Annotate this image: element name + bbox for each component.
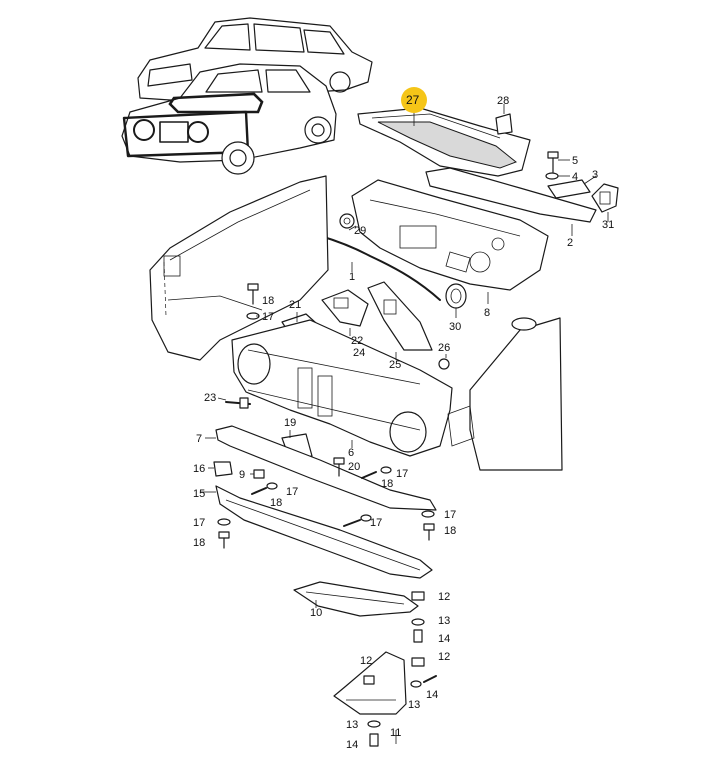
callout-27[interactable]: 27 <box>406 93 420 107</box>
callout-18-mid-right[interactable]: 18 <box>381 478 393 490</box>
part-15-front-bumper[interactable] <box>215 485 433 579</box>
part-28-clip[interactable] <box>495 104 513 135</box>
callout-17-mid-left[interactable]: 17 <box>286 486 298 498</box>
callout-26[interactable]: 26 <box>438 342 450 354</box>
part-20-bolt[interactable] <box>333 457 345 477</box>
part-17-washer-mid-left[interactable] <box>266 482 278 490</box>
part-23-bolt[interactable] <box>225 397 251 409</box>
callout-18-lower-right[interactable]: 18 <box>444 525 456 537</box>
callout-30[interactable]: 30 <box>449 321 461 333</box>
part-9-nut[interactable] <box>253 469 265 479</box>
part-12-clip-lower-left[interactable] <box>363 675 375 685</box>
part-22-bracket[interactable] <box>321 289 369 327</box>
callout-31[interactable]: 31 <box>602 219 614 231</box>
part-4-washer[interactable] <box>545 172 570 180</box>
callout-18-upper-left[interactable]: 18 <box>262 295 274 307</box>
callout-12-lower-left[interactable]: 12 <box>360 655 372 667</box>
callout-6[interactable]: 6 <box>348 447 354 459</box>
callout-15[interactable]: 15 <box>193 488 205 500</box>
part-18-bolt-lower-right[interactable] <box>423 523 435 541</box>
part-13-washer-lower-left[interactable] <box>367 720 381 728</box>
part-14-bolt-lower-right[interactable] <box>423 675 437 683</box>
part-29-grommet[interactable] <box>339 213 355 229</box>
callout-17-lower-mid[interactable]: 17 <box>370 517 382 529</box>
callout-16[interactable]: 16 <box>193 463 205 475</box>
part-27-cowl-panel[interactable] <box>357 107 531 177</box>
body-shell-inner <box>149 175 329 361</box>
callout-2[interactable]: 2 <box>567 237 573 249</box>
callout-12-upper[interactable]: 12 <box>438 591 450 603</box>
callout-18-lower-left[interactable]: 18 <box>193 537 205 549</box>
callout-23[interactable]: 23 <box>204 392 216 404</box>
part-12-clip-lower-right[interactable] <box>411 657 425 667</box>
callout-3[interactable]: 3 <box>592 169 598 181</box>
callout-13-lower-right[interactable]: 13 <box>408 699 420 711</box>
callout-20[interactable]: 20 <box>348 461 360 473</box>
callout-14-upper[interactable]: 14 <box>438 633 450 645</box>
callout-13-lower-left[interactable]: 13 <box>346 719 358 731</box>
callout-17-mid-right[interactable]: 17 <box>396 468 408 480</box>
callout-27-highlight <box>401 87 427 113</box>
part-17-washer-mid-right[interactable] <box>380 466 392 474</box>
part-18-bolt-lower-left[interactable] <box>218 531 230 549</box>
callout-17-upper-left[interactable]: 17 <box>262 311 274 323</box>
callout-28[interactable]: 28 <box>497 95 509 107</box>
callout-4[interactable]: 4 <box>572 171 578 183</box>
part-6-lock-carrier[interactable] <box>231 319 453 457</box>
callout-12-lower-right[interactable]: 12 <box>438 651 450 663</box>
part-17-washer-lower-right[interactable] <box>421 510 435 518</box>
callout-14-lower-left[interactable]: 14 <box>346 739 358 751</box>
part-30-grommet[interactable] <box>445 283 467 318</box>
part-5-bolt[interactable] <box>547 151 570 173</box>
callout-10[interactable]: 10 <box>310 607 322 619</box>
callout-14-lower-right[interactable]: 14 <box>426 689 438 701</box>
part-13-washer-upper[interactable] <box>411 618 425 626</box>
callout-24[interactable]: 24 <box>353 347 365 359</box>
body-fender-right <box>447 317 563 471</box>
callout-18-mid-left[interactable]: 18 <box>270 497 282 509</box>
reference-car-hatchback <box>121 63 337 175</box>
callout-21[interactable]: 21 <box>289 299 301 311</box>
callout-29[interactable]: 29 <box>354 225 366 237</box>
callout-17-lower-right[interactable]: 17 <box>444 509 456 521</box>
part-17-washer-lower-left[interactable] <box>217 518 231 526</box>
part-7-grille-trim[interactable] <box>215 425 437 511</box>
part-13-washer-lower-right[interactable] <box>410 680 422 688</box>
part-18-bolt-upper-left[interactable] <box>247 283 259 305</box>
part-16-rubber-mount[interactable] <box>213 461 233 477</box>
part-17-washer-lower-mid[interactable] <box>360 514 372 522</box>
part-10-undertray[interactable] <box>293 581 419 617</box>
callout-22[interactable]: 22 <box>351 335 363 347</box>
callout-19[interactable]: 19 <box>284 417 296 429</box>
part-8-bulkhead[interactable] <box>351 179 549 291</box>
part-18-bolt-lower-mid[interactable] <box>343 519 361 527</box>
callout-9[interactable]: 9 <box>239 469 245 481</box>
part-31-plate[interactable] <box>591 183 619 222</box>
callout-5[interactable]: 5 <box>572 155 578 167</box>
callout-1[interactable]: 1 <box>349 271 355 283</box>
callout-11[interactable]: 11 <box>390 727 401 739</box>
leader-lines <box>200 110 489 744</box>
callout-7[interactable]: 7 <box>196 433 202 445</box>
part-3-bracket[interactable] <box>547 175 597 199</box>
callout-13-upper[interactable]: 13 <box>438 615 450 627</box>
callout-labels: 27 28 5 4 3 31 2 29 1 8 30 18 17 21 22 2… <box>193 87 614 751</box>
callout-17-lower-left[interactable]: 17 <box>193 517 205 529</box>
part-2-plenum-strip[interactable] <box>425 167 597 236</box>
part-12-clip-upper[interactable] <box>411 591 425 601</box>
part-26-clip[interactable] <box>438 358 450 370</box>
part-14-bolt-lower-left[interactable] <box>369 733 379 747</box>
callout-8[interactable]: 8 <box>484 307 490 319</box>
part-25-bracket[interactable] <box>367 281 433 351</box>
part-18-bolt-mid-left[interactable] <box>251 487 267 495</box>
callout-25[interactable]: 25 <box>389 359 401 371</box>
part-18-bolt-mid-right[interactable] <box>361 471 377 479</box>
part-14-bolt-upper[interactable] <box>413 629 423 643</box>
